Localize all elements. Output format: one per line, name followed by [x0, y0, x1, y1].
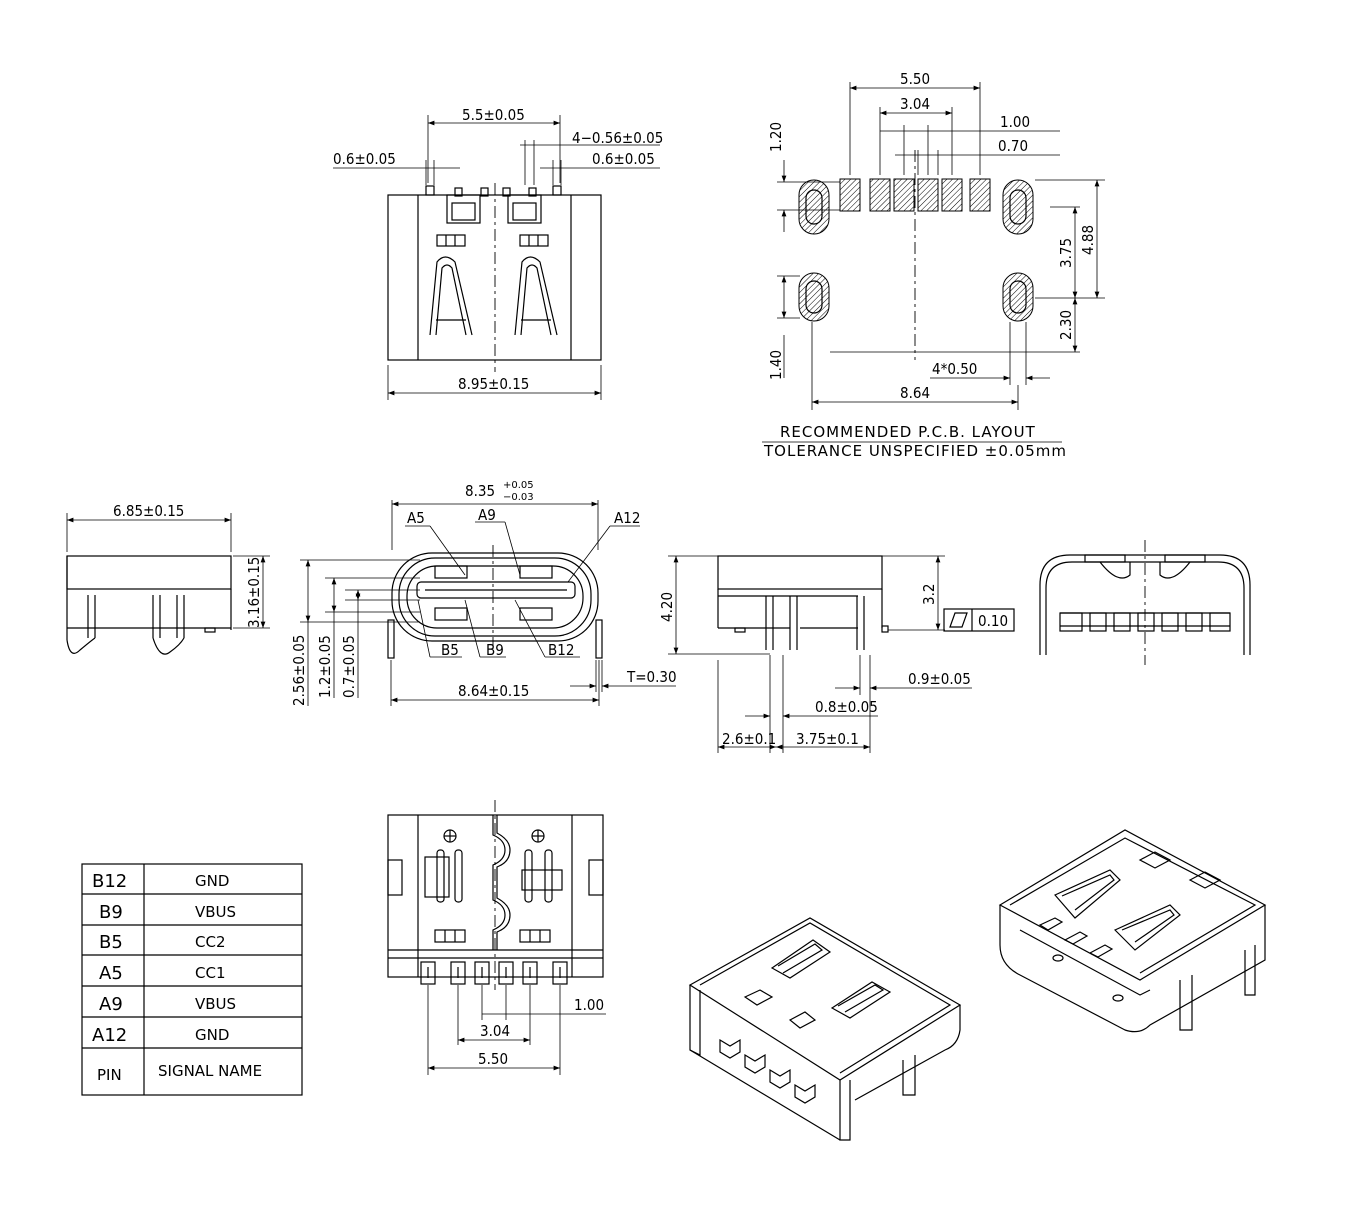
table-header-signal: SIGNAL NAME [158, 1062, 262, 1080]
pcb-dim-120: 1.20 [767, 122, 785, 152]
top-view: 5.5±0.05 0.6±0.05 4−0.56±0.05 0.6±0.05 8… [333, 106, 663, 400]
iso-view-front [688, 917, 962, 1141]
pcb-dim-375: 3.75 [1057, 238, 1075, 268]
pcb-dim-864: 8.64 [900, 384, 930, 402]
pcb-dim-4x050: 4*0.50 [932, 360, 977, 378]
front-dim-tol-plus: +0.05 [503, 480, 534, 491]
front-dim-12: 1.2±0.05 [316, 635, 334, 698]
right-dim-375: 3.75±0.1 [796, 730, 859, 748]
bottom-dim-550: 5.50 [478, 1050, 508, 1068]
table-signal: CC2 [195, 933, 226, 951]
side-dim-depth: 6.85±0.15 [113, 502, 184, 520]
label-a9: A9 [478, 506, 496, 524]
right-view: 4.20 3.2 0.10 0.9±0.05 0.8±0.05 2.6±0.1 … [658, 555, 1015, 753]
pin-table: B12 GND B9 VBUS B5 CC2 A5 CC1 A9 VBUS A1… [81, 863, 303, 1096]
side-view: 6.85±0.15 3.16±0.15 [66, 502, 270, 655]
label-b5: B5 [441, 641, 459, 659]
table-pin: B12 [92, 871, 127, 892]
pcb-layout: 5.50 3.04 1.00 0.70 1.20 1.40 3.75 4.88 [762, 70, 1105, 460]
right-dim-32: 3.2 [920, 584, 938, 605]
label-a5: A5 [407, 509, 425, 527]
front-dim-tol-minus: −0.03 [503, 492, 534, 503]
front-dim-thickness: T=0.30 [626, 668, 677, 686]
pcb-dim-230: 2.30 [1057, 310, 1075, 340]
table-pin: A12 [92, 1025, 127, 1046]
table-pin: B5 [99, 932, 123, 953]
right-dim-09: 0.9±0.05 [908, 670, 971, 688]
front-dim-256: 2.56±0.05 [290, 635, 308, 706]
dim-pin-count: 4−0.56±0.05 [572, 129, 663, 147]
bottom-view: 1.00 3.04 5.50 [387, 800, 606, 1075]
table-signal: GND [195, 872, 229, 890]
dim-pin-right: 0.6±0.05 [592, 150, 655, 168]
right-dim-08: 0.8±0.05 [815, 698, 878, 716]
iso-view-rear [998, 829, 1267, 1033]
table-pin: A9 [99, 994, 123, 1015]
table-header-pin: PIN [97, 1066, 122, 1084]
front-dim-07: 0.7±0.05 [340, 635, 358, 698]
bottom-dim-304: 3.04 [480, 1022, 510, 1040]
side-dim-height: 3.16±0.15 [245, 557, 263, 628]
front-view: 8.35 +0.05 −0.03 A5 A9 A12 B5 B9 B12 2.5… [290, 480, 677, 706]
pcb-dim-550: 5.50 [900, 70, 930, 88]
label-b9: B9 [486, 641, 504, 659]
table-signal: VBUS [195, 903, 236, 921]
bottom-dim-100: 1.00 [574, 996, 604, 1014]
front-dim-864: 8.64±0.15 [458, 682, 529, 700]
table-signal: VBUS [195, 995, 236, 1013]
dim-overall-width: 8.95±0.15 [458, 375, 529, 393]
table-signal: GND [195, 1026, 229, 1044]
right-dim-420: 4.20 [658, 592, 676, 622]
pcb-dim-140: 1.40 [767, 350, 785, 380]
pcb-dim-488: 4.88 [1079, 225, 1097, 255]
label-b12: B12 [548, 641, 574, 659]
flatness-value: 0.10 [978, 612, 1008, 630]
pcb-note-tolerance: TOLERANCE UNSPECIFIED ±0.05mm [763, 442, 1067, 460]
rear-view [1039, 540, 1251, 665]
pcb-dim-100: 1.00 [1000, 113, 1030, 131]
label-a12: A12 [614, 509, 640, 527]
table-pin: A5 [99, 963, 123, 984]
pcb-dim-070: 0.70 [998, 137, 1028, 155]
pcb-note-title: RECOMMENDED P.C.B. LAYOUT [780, 423, 1036, 441]
dim-pin-left: 0.6±0.05 [333, 150, 396, 168]
table-pin: B9 [99, 902, 123, 923]
front-dim-width: 8.35 [465, 482, 495, 500]
table-signal: CC1 [195, 964, 226, 982]
pcb-dim-304: 3.04 [900, 95, 930, 113]
dim-top-width: 5.5±0.05 [462, 106, 525, 124]
right-dim-26: 2.6±0.1 [722, 730, 776, 748]
